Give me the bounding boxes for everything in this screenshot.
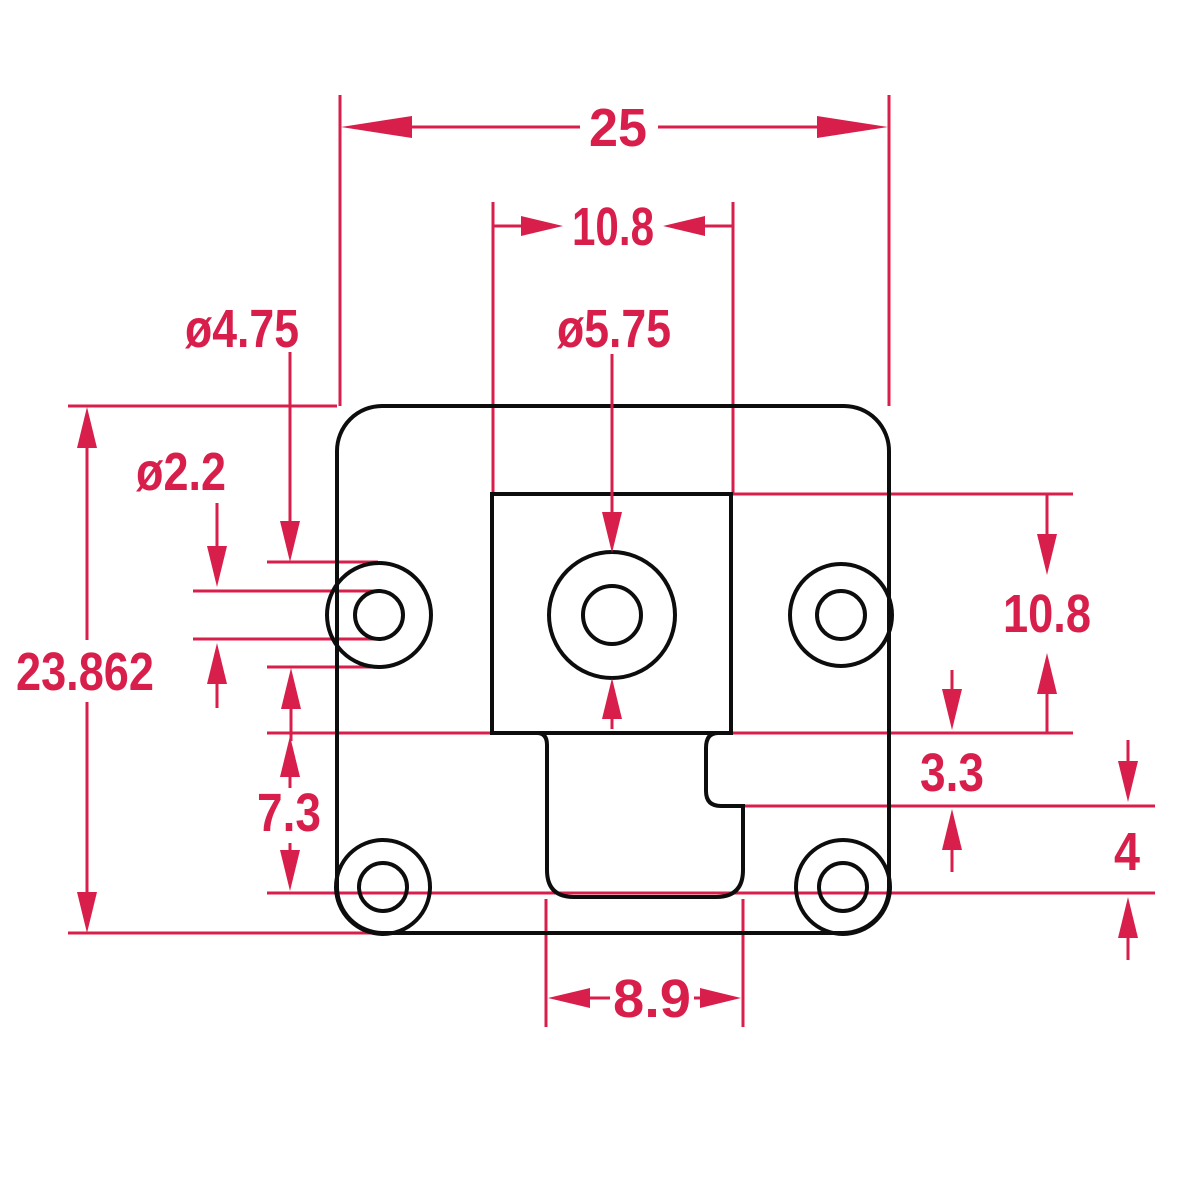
arrowhead-left-icon: [663, 216, 705, 236]
dimension-labels: 25 10.8 ø4.75 ø5.75 ø2.2 23.862 7.3 10.8…: [16, 98, 1140, 1029]
hole-mid-left: [353, 589, 405, 641]
dim-connector-width-label: 8.9: [613, 969, 691, 1029]
part-outline: [325, 404, 894, 936]
arrowhead-up-icon: [1118, 897, 1138, 938]
hole-bottom-right: [817, 861, 869, 913]
dim-overall-height-label: 23.862: [16, 642, 154, 702]
hole-mid-right: [815, 589, 867, 641]
dim-step-depth-label: 3.3: [920, 743, 984, 803]
dim-boss-diameter-label: ø4.75: [185, 299, 299, 359]
hole-mid-left-boss: [325, 561, 433, 669]
arrowhead-down-icon: [77, 892, 97, 933]
arrowhead-right-icon: [521, 216, 563, 236]
hole-bottom-right-boss: [794, 838, 892, 936]
arrowhead-down-icon: [280, 521, 300, 562]
dimension-lines: [85, 125, 1130, 1000]
arrowhead-up-icon: [280, 736, 300, 777]
arrowhead-down-icon: [1118, 761, 1138, 802]
arrowhead-down-icon: [602, 512, 622, 553]
arrowhead-down-icon: [942, 689, 962, 730]
arrowhead-left-icon: [548, 988, 590, 1008]
dim-overall-width-label: 25: [589, 98, 647, 158]
arrowhead-up-icon: [1037, 653, 1057, 694]
dim-step-to-hole-label: 4: [1114, 822, 1140, 882]
hole-mid-right-boss: [788, 562, 894, 668]
dim-lens-diameter-label: ø5.75: [557, 299, 671, 359]
dim-connector-offset-label: 7.3: [257, 783, 321, 843]
dim-housing-width-label: 10.8: [572, 197, 654, 257]
hole-bottom-left-boss: [334, 838, 432, 936]
arrowhead-up-icon: [281, 668, 301, 709]
arrowhead-right-icon: [700, 988, 741, 1008]
dim-hole-diameter-label: ø2.2: [136, 442, 226, 502]
dim-housing-height-label: 10.8: [1003, 584, 1091, 644]
arrowhead-left-icon: [341, 116, 412, 138]
arrowhead-up-icon: [207, 643, 227, 684]
arrowhead-up-icon: [942, 809, 962, 850]
connector-tab-outline: [535, 731, 745, 899]
arrowhead-down-icon: [280, 850, 300, 891]
arrowhead-up-icon: [77, 407, 97, 448]
arrowhead-right-icon: [817, 116, 888, 138]
hole-bottom-left: [357, 861, 409, 913]
arrowhead-down-icon: [1037, 534, 1057, 575]
arrowhead-up-icon: [602, 678, 622, 719]
arrowheads: [77, 116, 1138, 1008]
arrowhead-down-icon: [207, 546, 227, 587]
lens-hole-inner: [581, 584, 643, 646]
